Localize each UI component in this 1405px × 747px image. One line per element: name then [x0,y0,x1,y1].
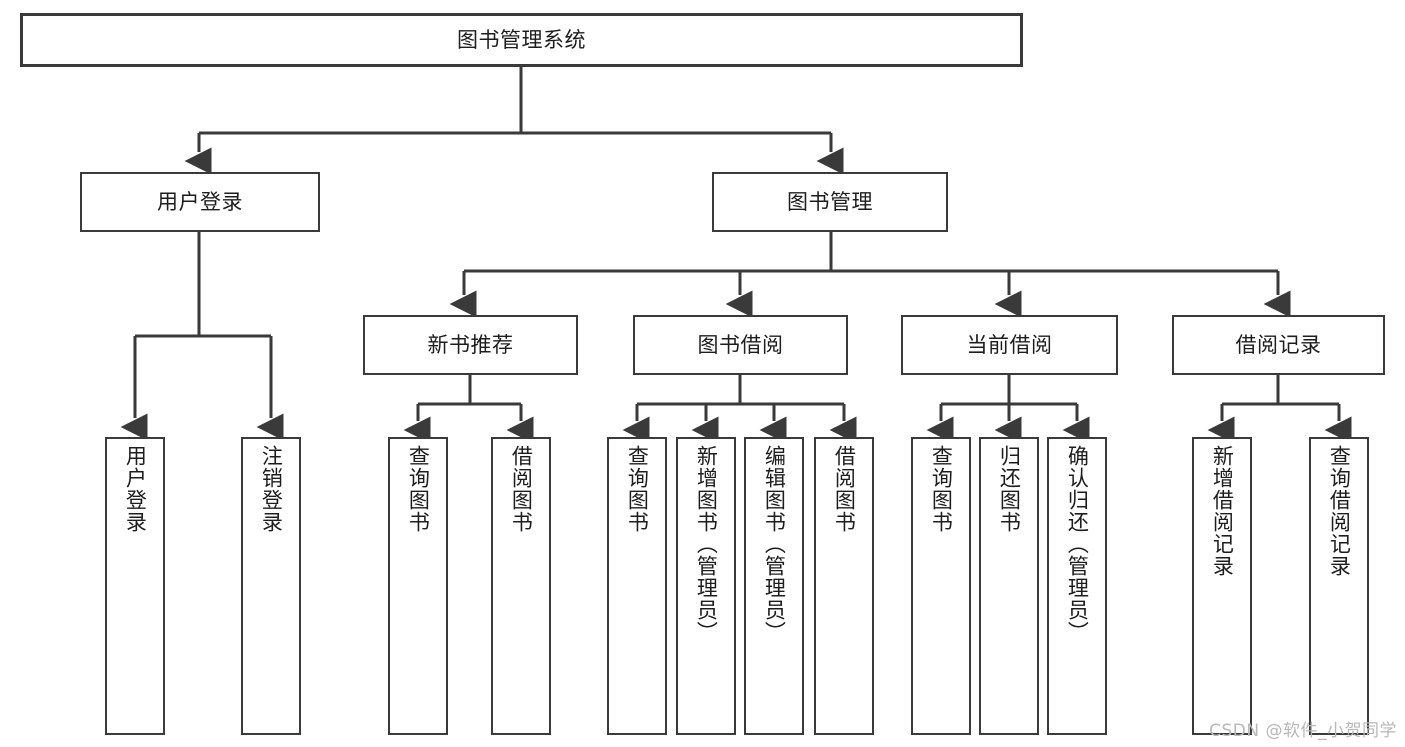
node-label: 查询借阅记录 [1327,445,1352,577]
node-label: 图书管理系统 [457,27,586,52]
leaf-book-borrow-borrow-books[interactable]: 借阅图书 [814,437,874,735]
leaf-borrow-record-query-record[interactable]: 查询借阅记录 [1309,437,1369,735]
node-label: 借阅图书 [832,445,857,533]
node-label: 新增借阅记录 [1210,445,1235,577]
leaf-book-borrow-add-book-admin[interactable]: 新增图书（管理员） [676,437,736,735]
leaf-book-borrow-query-books[interactable]: 查询图书 [607,437,667,735]
node-root-book-management-system[interactable]: 图书管理系统 [20,13,1023,67]
leaf-current-borrow-return-books[interactable]: 归还图书 [979,437,1039,735]
leaf-current-borrow-query-books[interactable]: 查询图书 [911,437,971,735]
node-label: 用户登录 [157,189,243,214]
node-label: 借阅图书 [509,445,534,533]
leaf-book-borrow-edit-book-admin[interactable]: 编辑图书（管理员） [744,437,804,735]
leaf-user-login-login[interactable]: 用户登录 [105,437,165,735]
node-label: 图书借阅 [697,332,784,357]
node-current-borrow[interactable]: 当前借阅 [901,315,1118,375]
node-user-login[interactable]: 用户登录 [80,172,320,232]
leaf-new-book-borrow-books[interactable]: 借阅图书 [491,437,551,735]
leaf-new-book-query-books[interactable]: 查询图书 [388,437,448,735]
node-label: 当前借阅 [966,332,1053,357]
node-label: 图书管理 [787,189,873,214]
node-book-management[interactable]: 图书管理 [712,172,948,232]
node-new-book-recommend[interactable]: 新书推荐 [363,315,578,375]
leaf-borrow-record-add-record[interactable]: 新增借阅记录 [1192,437,1252,735]
leaf-user-login-logout[interactable]: 注销登录 [241,437,301,735]
node-label: 确认归还（管理员） [1065,445,1090,643]
leaf-current-borrow-confirm-return-admin[interactable]: 确认归还（管理员） [1047,437,1107,735]
node-label: 新增图书（管理员） [694,445,719,643]
node-label: 借阅记录 [1235,332,1322,357]
csdn-watermark: CSDN @软件_小贺同学 [1209,721,1397,741]
node-label: 注销登录 [259,445,284,533]
node-label: 用户登录 [123,445,148,533]
node-borrow-record[interactable]: 借阅记录 [1172,315,1385,375]
node-label: 归还图书 [997,445,1022,533]
node-label: 新书推荐 [427,332,514,357]
node-label: 查询图书 [929,445,954,533]
node-label: 编辑图书（管理员） [762,445,787,643]
node-book-borrow[interactable]: 图书借阅 [633,315,848,375]
node-label: 查询图书 [406,445,431,533]
node-label: 查询图书 [625,445,650,533]
